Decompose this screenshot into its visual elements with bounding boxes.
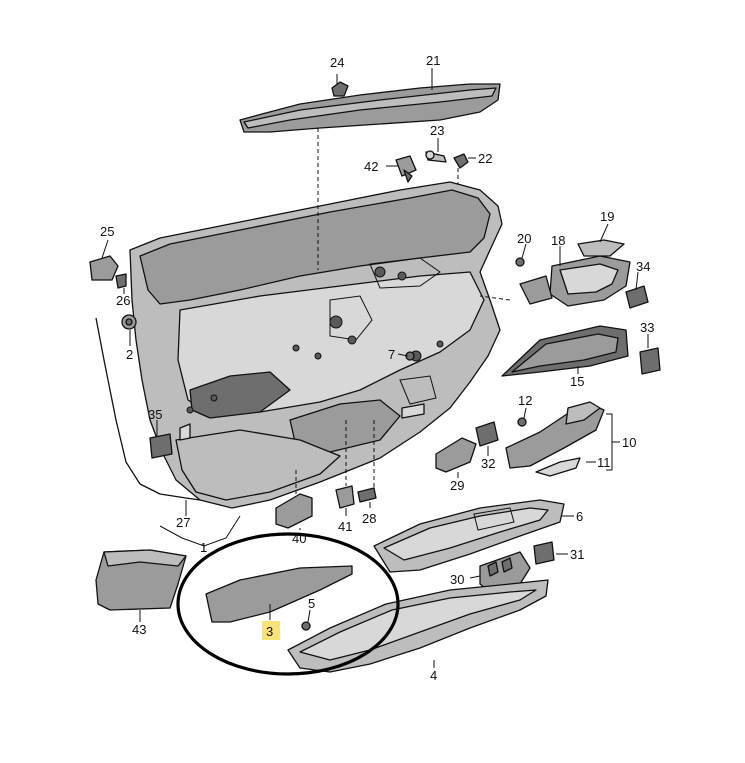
part-34-button [625, 285, 649, 309]
part-33-switch [639, 347, 661, 375]
part-42-bracket [395, 155, 417, 183]
part-41-clip [335, 485, 355, 509]
part-24-clip [331, 81, 349, 97]
part-handle-bracket [519, 275, 553, 305]
part-28-clip [357, 487, 377, 503]
label-19: 19 [600, 209, 614, 224]
label-29: 29 [450, 478, 464, 493]
part-31-switch [533, 541, 555, 565]
label-24: 24 [330, 55, 344, 70]
label-6: 6 [576, 509, 583, 524]
label-33: 33 [640, 320, 654, 335]
label-28: 28 [362, 511, 376, 526]
label-30: 30 [450, 572, 464, 587]
label-22: 22 [478, 151, 492, 166]
label-40: 40 [292, 531, 306, 546]
label-21: 21 [426, 53, 440, 68]
part-29-switch-housing [435, 437, 477, 473]
label-10: 10 [622, 435, 636, 450]
part-labels: 24 21 23 22 42 25 26 2 35 27 1 40 41 28 … [100, 53, 654, 683]
label-4: 4 [430, 668, 437, 683]
part-43-pad [95, 549, 187, 611]
part-23-pin [425, 150, 447, 163]
label-1: 1 [200, 540, 207, 555]
label-42: 42 [364, 159, 378, 174]
part-25-bracket [89, 255, 119, 281]
label-34: 34 [636, 259, 650, 274]
label-35: 35 [148, 407, 162, 422]
part-3-inlay [205, 565, 353, 623]
label-26: 26 [116, 293, 130, 308]
part-32-switch [475, 421, 499, 447]
part-35-switch [149, 433, 173, 459]
part-5-screw [301, 621, 311, 631]
part-10-armrest-handle [505, 401, 605, 469]
part-30-window-switch-block [479, 551, 531, 593]
label-20: 20 [517, 231, 531, 246]
part-3-emphasis-ellipse [176, 532, 400, 676]
label-2: 2 [126, 347, 133, 362]
part-3-label-highlight [262, 621, 280, 640]
part-1-door-trim-panel [129, 181, 503, 509]
part-12-screw [517, 417, 527, 427]
label-12: 12 [518, 393, 532, 408]
label-41: 41 [338, 519, 352, 534]
label-25: 25 [100, 224, 114, 239]
part-22-clip [453, 153, 469, 169]
label-31: 31 [570, 547, 584, 562]
part-15-speaker-grille [501, 325, 629, 377]
part-21-upper-trim-strip [239, 83, 501, 133]
part-20-screw [515, 257, 525, 267]
part-11-trim-insert [535, 457, 581, 477]
part-19-handle-cover [577, 239, 625, 257]
label-18: 18 [551, 233, 565, 248]
label-23: 23 [430, 123, 444, 138]
label-7: 7 [388, 347, 395, 362]
part-2-clip [121, 314, 137, 330]
label-3: 3 [266, 624, 273, 639]
part-26-screw [115, 273, 127, 289]
label-15: 15 [570, 374, 584, 389]
label-32: 32 [481, 456, 495, 471]
part-40-switch-strip [275, 493, 313, 529]
label-5: 5 [308, 596, 315, 611]
label-43: 43 [132, 622, 146, 637]
part-4-armrest-lower [287, 579, 549, 673]
label-27: 27 [176, 515, 190, 530]
label-11: 11 [597, 455, 611, 470]
part-6-armrest-upper [373, 499, 565, 573]
part-27-cord [95, 317, 201, 501]
part-18-handle-housing [549, 255, 631, 307]
leader-lines [101, 68, 649, 668]
